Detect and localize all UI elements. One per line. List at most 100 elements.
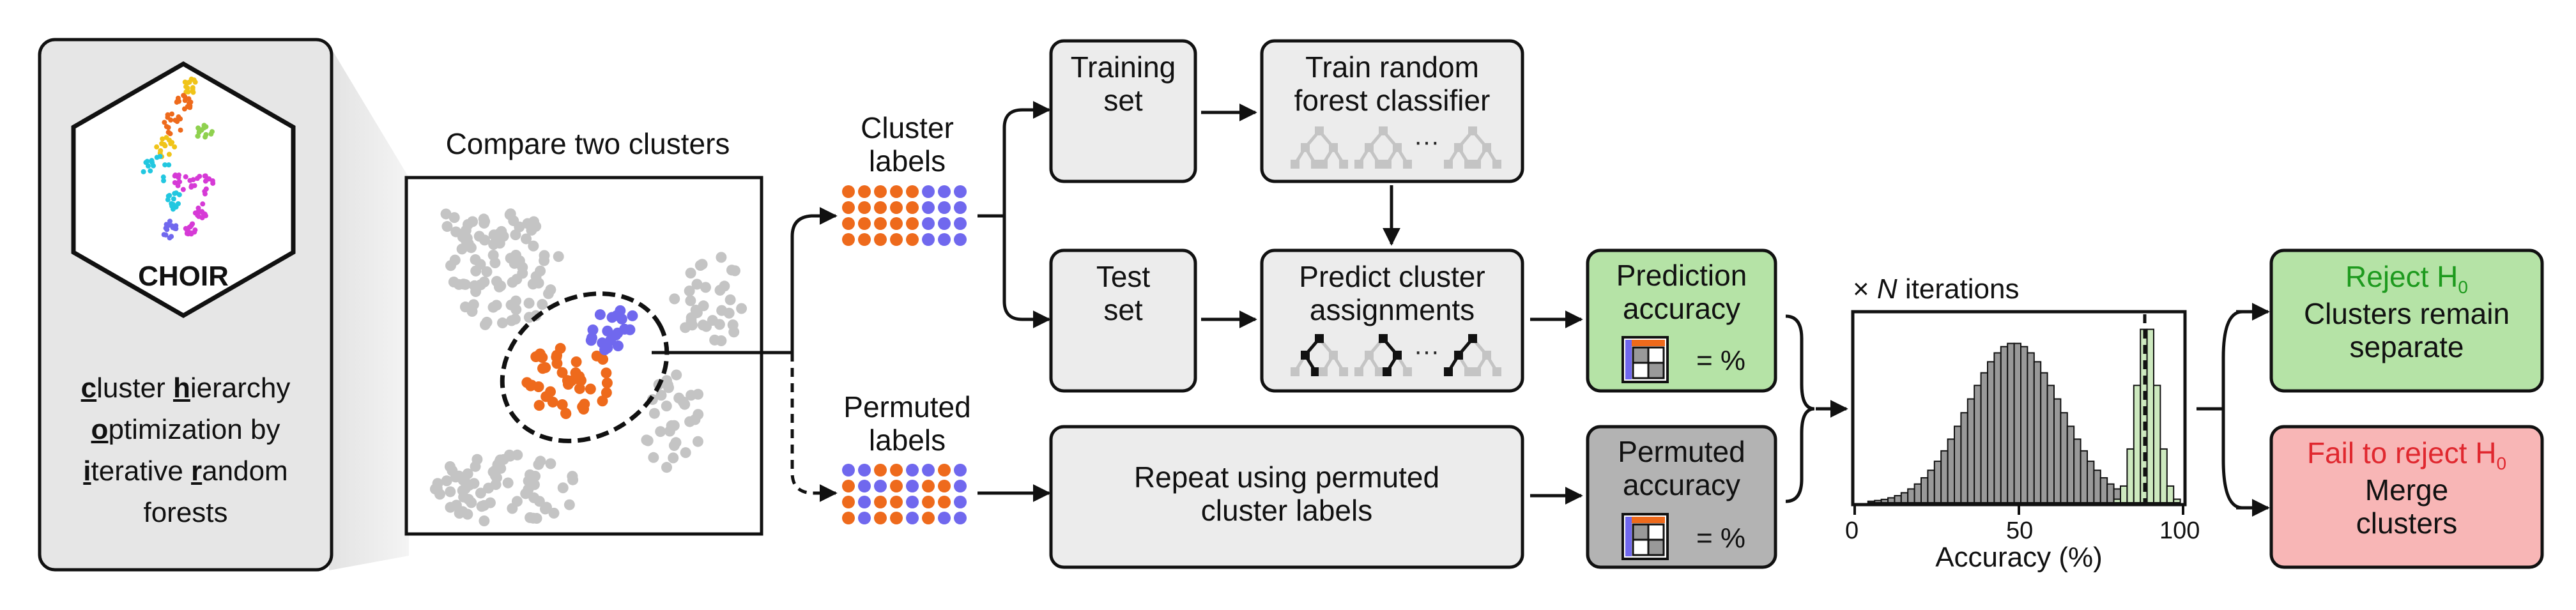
cell-dot <box>553 251 564 263</box>
cell-dot <box>534 348 546 360</box>
cell-dot <box>648 408 660 419</box>
histogram-bar <box>1927 469 1935 504</box>
label-line: forest classifier <box>1294 83 1491 117</box>
reject-box <box>2269 248 2544 393</box>
clef-dot <box>190 221 195 227</box>
histogram-bar <box>2080 450 2089 503</box>
label-line: Prediction <box>1616 259 1747 292</box>
grid-dot <box>874 496 887 508</box>
cell-dot <box>716 305 728 316</box>
histogram-bar <box>2166 485 2175 503</box>
tree-node <box>1375 160 1384 169</box>
clef-dot <box>186 96 192 102</box>
histogram-xlabel: Accuracy (%) <box>1935 542 2103 573</box>
cell-dot <box>523 475 534 487</box>
clef-dot <box>208 131 214 137</box>
grid-dot <box>954 185 967 198</box>
cell-dot <box>511 496 523 507</box>
clef-dot <box>173 226 179 232</box>
grid-dot <box>874 464 887 477</box>
cell-dot <box>495 280 507 292</box>
cell-dot <box>479 319 491 330</box>
repeat-box <box>1049 425 1524 569</box>
histogram-bar <box>1874 499 1882 503</box>
cell-dot <box>557 482 569 494</box>
clef-dot <box>167 137 172 143</box>
acronym-text: ierarchy <box>190 372 291 404</box>
cell-dot <box>481 266 493 277</box>
tree-node <box>1444 367 1453 376</box>
histogram-bar <box>1913 483 1922 503</box>
cell-dot <box>539 255 550 266</box>
cell-dot <box>449 254 461 266</box>
cell-dot <box>700 282 711 293</box>
x-tick-50: 50 <box>2006 517 2034 544</box>
cell-dot <box>458 491 470 503</box>
cell-dot <box>535 455 546 467</box>
cell-dot <box>487 249 499 261</box>
clef-dot <box>188 76 194 82</box>
grid-dot <box>906 464 919 477</box>
clef-dot <box>165 130 171 135</box>
clef-dot <box>178 127 183 133</box>
histogram-bar <box>1887 497 1896 503</box>
cell-dot <box>669 293 680 305</box>
decision-trees-path-icon <box>1291 334 1501 376</box>
clef-dot <box>162 162 168 168</box>
grid-dot <box>858 233 871 246</box>
clef-dot <box>167 235 172 241</box>
grid-dot <box>906 480 919 492</box>
cm-bar <box>1625 517 1632 556</box>
cell-dot <box>656 390 667 401</box>
clef-dot <box>144 158 150 164</box>
title-part: iterations <box>1897 273 2020 305</box>
label-line: Merge <box>2365 473 2449 507</box>
tree-node <box>1464 367 1473 376</box>
cell-dot <box>719 280 730 292</box>
clef-dot <box>188 230 194 236</box>
acronym-text: luster <box>96 372 173 404</box>
tree-node <box>1468 334 1477 343</box>
cell-dot <box>668 452 679 464</box>
histogram-bar <box>2073 438 2082 503</box>
histogram-title: × N iterations <box>1853 273 2121 305</box>
grid-dot <box>890 233 903 246</box>
cm-cell <box>1632 362 1650 379</box>
title-text: Reject H <box>2345 260 2458 293</box>
label-line: assignments <box>1309 293 1475 326</box>
histogram-bar <box>1894 495 1902 503</box>
clef-dot <box>190 177 196 183</box>
tree-node <box>1482 143 1491 152</box>
acronym-letter: r <box>191 455 203 487</box>
clef-dot <box>195 133 201 139</box>
tree-node <box>1472 160 1481 169</box>
permuted-labels-title: Permuted labels <box>824 390 990 457</box>
test-set-box <box>1049 248 1197 393</box>
cell-dot <box>521 233 532 245</box>
tree-node <box>1482 351 1491 360</box>
cm-cell <box>1647 523 1665 541</box>
grid-dot <box>842 185 855 198</box>
title-text: Fail to reject H <box>2306 436 2497 469</box>
acronym-line-2: optimization by <box>40 409 332 450</box>
clef-dot <box>185 80 191 86</box>
cell-dot <box>565 376 577 387</box>
confusion-matrix-icon <box>1621 336 1669 383</box>
grid-dot <box>954 217 967 230</box>
cell-dot <box>523 298 535 309</box>
cell-dot <box>494 455 505 467</box>
cell-dot <box>511 273 523 285</box>
histogram-bar <box>1900 492 1909 503</box>
cell-dot <box>440 208 452 220</box>
acronym-line-4: forests <box>40 492 332 533</box>
cell-dot <box>560 408 572 420</box>
tree-node <box>1329 143 1338 152</box>
grid-dot <box>938 233 951 246</box>
histogram-bar <box>2033 361 2042 504</box>
clef-dot <box>165 125 171 130</box>
arrow-to-test-set <box>1002 216 1051 328</box>
clef-dot <box>165 197 171 202</box>
label-line: separate <box>2349 330 2464 363</box>
cell-dot <box>655 426 666 438</box>
